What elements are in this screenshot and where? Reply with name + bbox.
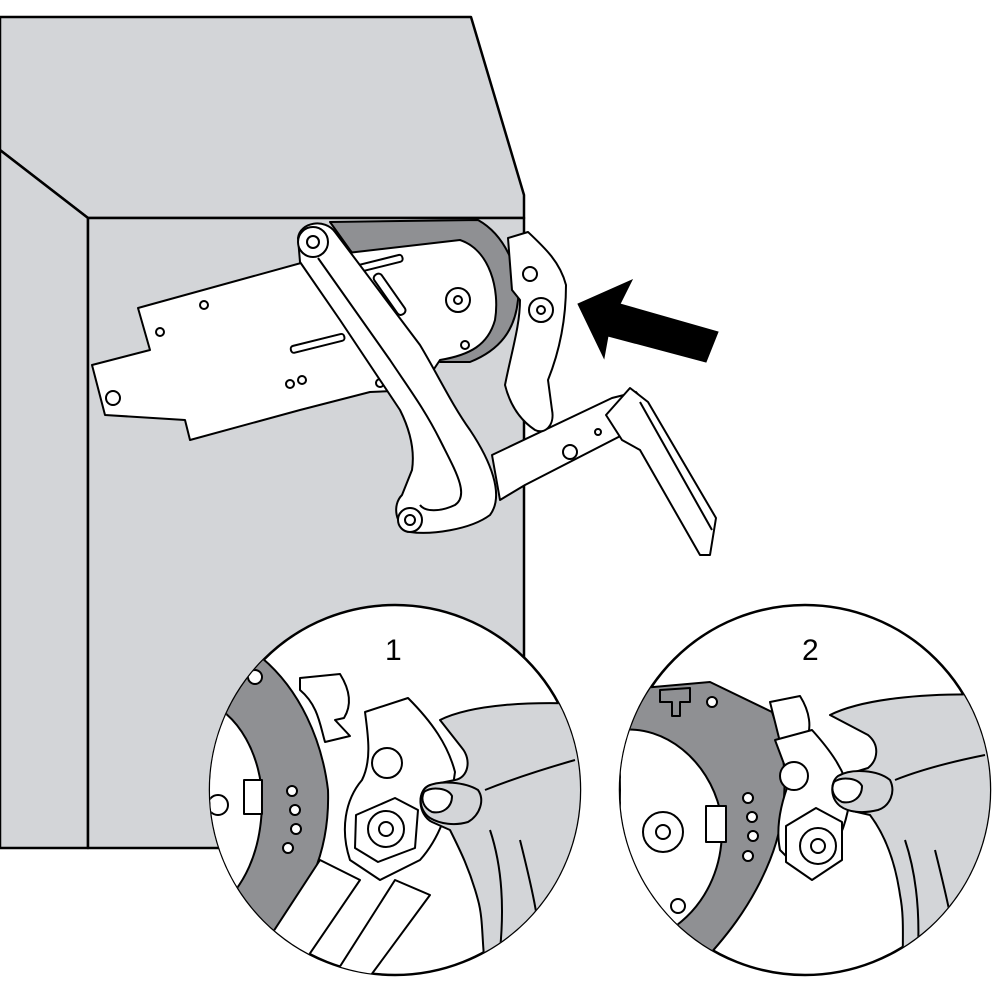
swing-arm-inner: [317, 257, 463, 512]
detail2-plate-hole-center: [655, 824, 671, 840]
lift-mechanism: [91, 219, 717, 556]
lever-pin: [522, 266, 538, 282]
detail-plate-hole: [210, 794, 229, 816]
plate-hole: [453, 295, 463, 305]
detail2-lever-pin: [779, 761, 809, 791]
detail2-hole: [742, 850, 754, 862]
plate-hole: [199, 300, 209, 310]
plate-slot: [289, 332, 346, 354]
detail-hole: [289, 804, 301, 816]
detail2-knob-center: [810, 838, 826, 854]
plate-hole: [105, 390, 121, 406]
detail2-hole: [742, 792, 754, 804]
plate-hole: [460, 340, 470, 350]
step-number-1: 1: [385, 634, 402, 667]
detail-link-arm-lower: [324, 879, 431, 975]
detail-hole: [286, 785, 298, 797]
lid-bracket-edge: [639, 401, 713, 531]
hand-thumbnail: [421, 787, 453, 814]
detail2-hole: [747, 830, 759, 842]
lever-knob-center: [536, 305, 546, 315]
lid-bracket: [605, 387, 717, 556]
detail2-hole: [706, 696, 718, 708]
detail2-plate-tab: [705, 805, 727, 843]
arrow-icon: [577, 278, 719, 363]
step-number-2: 2: [802, 634, 819, 667]
cabinet-side-panel: [0, 148, 90, 850]
detail-hole: [290, 823, 302, 835]
detail-hole: [282, 842, 294, 854]
detail-knob-center: [378, 821, 394, 837]
detail2-hole: [746, 811, 758, 823]
release-lever: [504, 231, 567, 433]
detail2-plate-hole-small: [670, 898, 686, 914]
detail2-cover-bracket: [659, 687, 691, 717]
cabinet-top-panel: [0, 15, 526, 220]
arm-pivot-center: [306, 235, 320, 249]
detail-lever-upper: [299, 673, 351, 743]
plate-hole: [285, 379, 295, 389]
plate-hole: [155, 327, 165, 337]
arm-lower-pivot-center: [404, 514, 416, 526]
detail-plate-tab: [243, 779, 263, 815]
hand-thumbnail: [831, 777, 863, 804]
detail-lever-pin: [371, 747, 403, 779]
link-hole: [594, 428, 602, 436]
link-hole: [562, 444, 578, 460]
plate-hole: [297, 375, 307, 385]
arm-slot: [372, 272, 407, 316]
